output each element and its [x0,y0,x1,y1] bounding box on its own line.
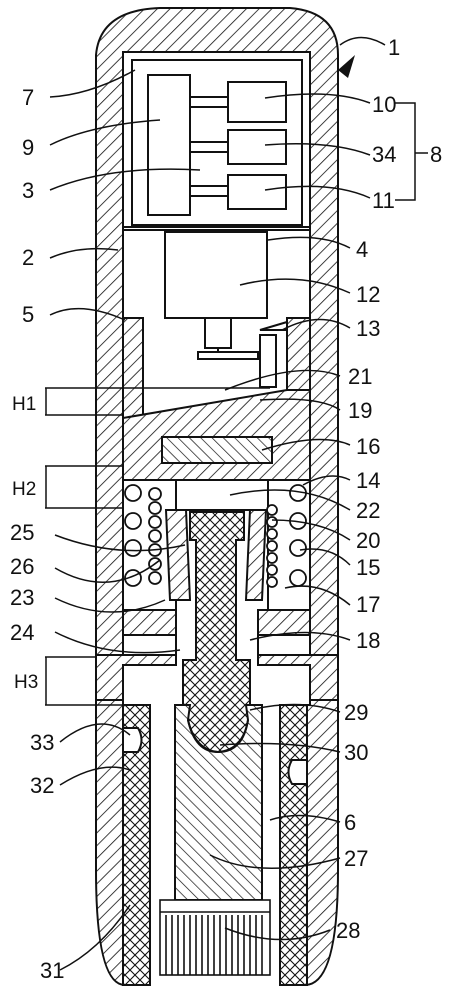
reference-labels: 1 7 9 3 2 5 10 34 11 8 4 12 13 21 19 16 … [10,35,442,983]
label-16: 16 [356,434,380,459]
label-20: 20 [356,528,380,553]
label-h1: H1 [12,394,36,415]
label-23: 23 [10,585,34,610]
label-24: 24 [10,620,34,645]
label-18: 18 [356,628,380,653]
brush-head [174,704,263,901]
bristles [159,899,271,976]
label-h2: H2 [12,479,36,500]
arrow-icon [338,55,355,78]
label-1: 1 [388,35,400,60]
label-13: 13 [356,316,380,341]
label-31: 31 [40,958,64,983]
label-28: 28 [336,918,360,943]
module-34 [227,129,287,165]
plate-16 [161,436,273,464]
label-33: 33 [30,730,54,755]
label-27: 27 [344,846,368,871]
label-11: 11 [372,188,395,213]
leader-lines [49,36,428,971]
control-box [122,51,311,228]
controller-module [147,74,191,216]
dimension-marks [45,387,270,706]
label-7: 7 [22,85,34,110]
label-34: 34 [372,142,396,167]
label-4: 4 [356,237,368,262]
label-2: 2 [22,245,34,270]
label-25: 25 [10,520,34,545]
inner-sleeve-left [122,317,144,419]
label-14: 14 [356,468,380,493]
label-22: 22 [356,498,380,523]
label-32: 32 [30,773,54,798]
label-9: 9 [22,135,34,160]
label-17: 17 [356,592,380,617]
label-h3: H3 [14,672,38,693]
label-15: 15 [356,555,380,580]
label-21: 21 [348,364,372,389]
label-30: 30 [344,740,368,765]
label-8: 8 [430,142,442,167]
label-19: 19 [348,398,372,423]
label-3: 3 [22,178,34,203]
motor [164,231,277,388]
left-clamp [164,509,192,601]
drive-shaft [182,511,251,754]
module-11 [227,174,287,210]
right-clamp [244,509,268,601]
module-10 [227,81,287,123]
outer-sleeve [122,704,308,986]
label-26: 26 [10,554,34,579]
cam-13 [259,334,277,388]
label-5: 5 [22,302,34,327]
label-10: 10 [372,92,396,117]
label-12: 12 [356,282,380,307]
label-6: 6 [344,810,356,835]
label-29: 29 [344,700,368,725]
